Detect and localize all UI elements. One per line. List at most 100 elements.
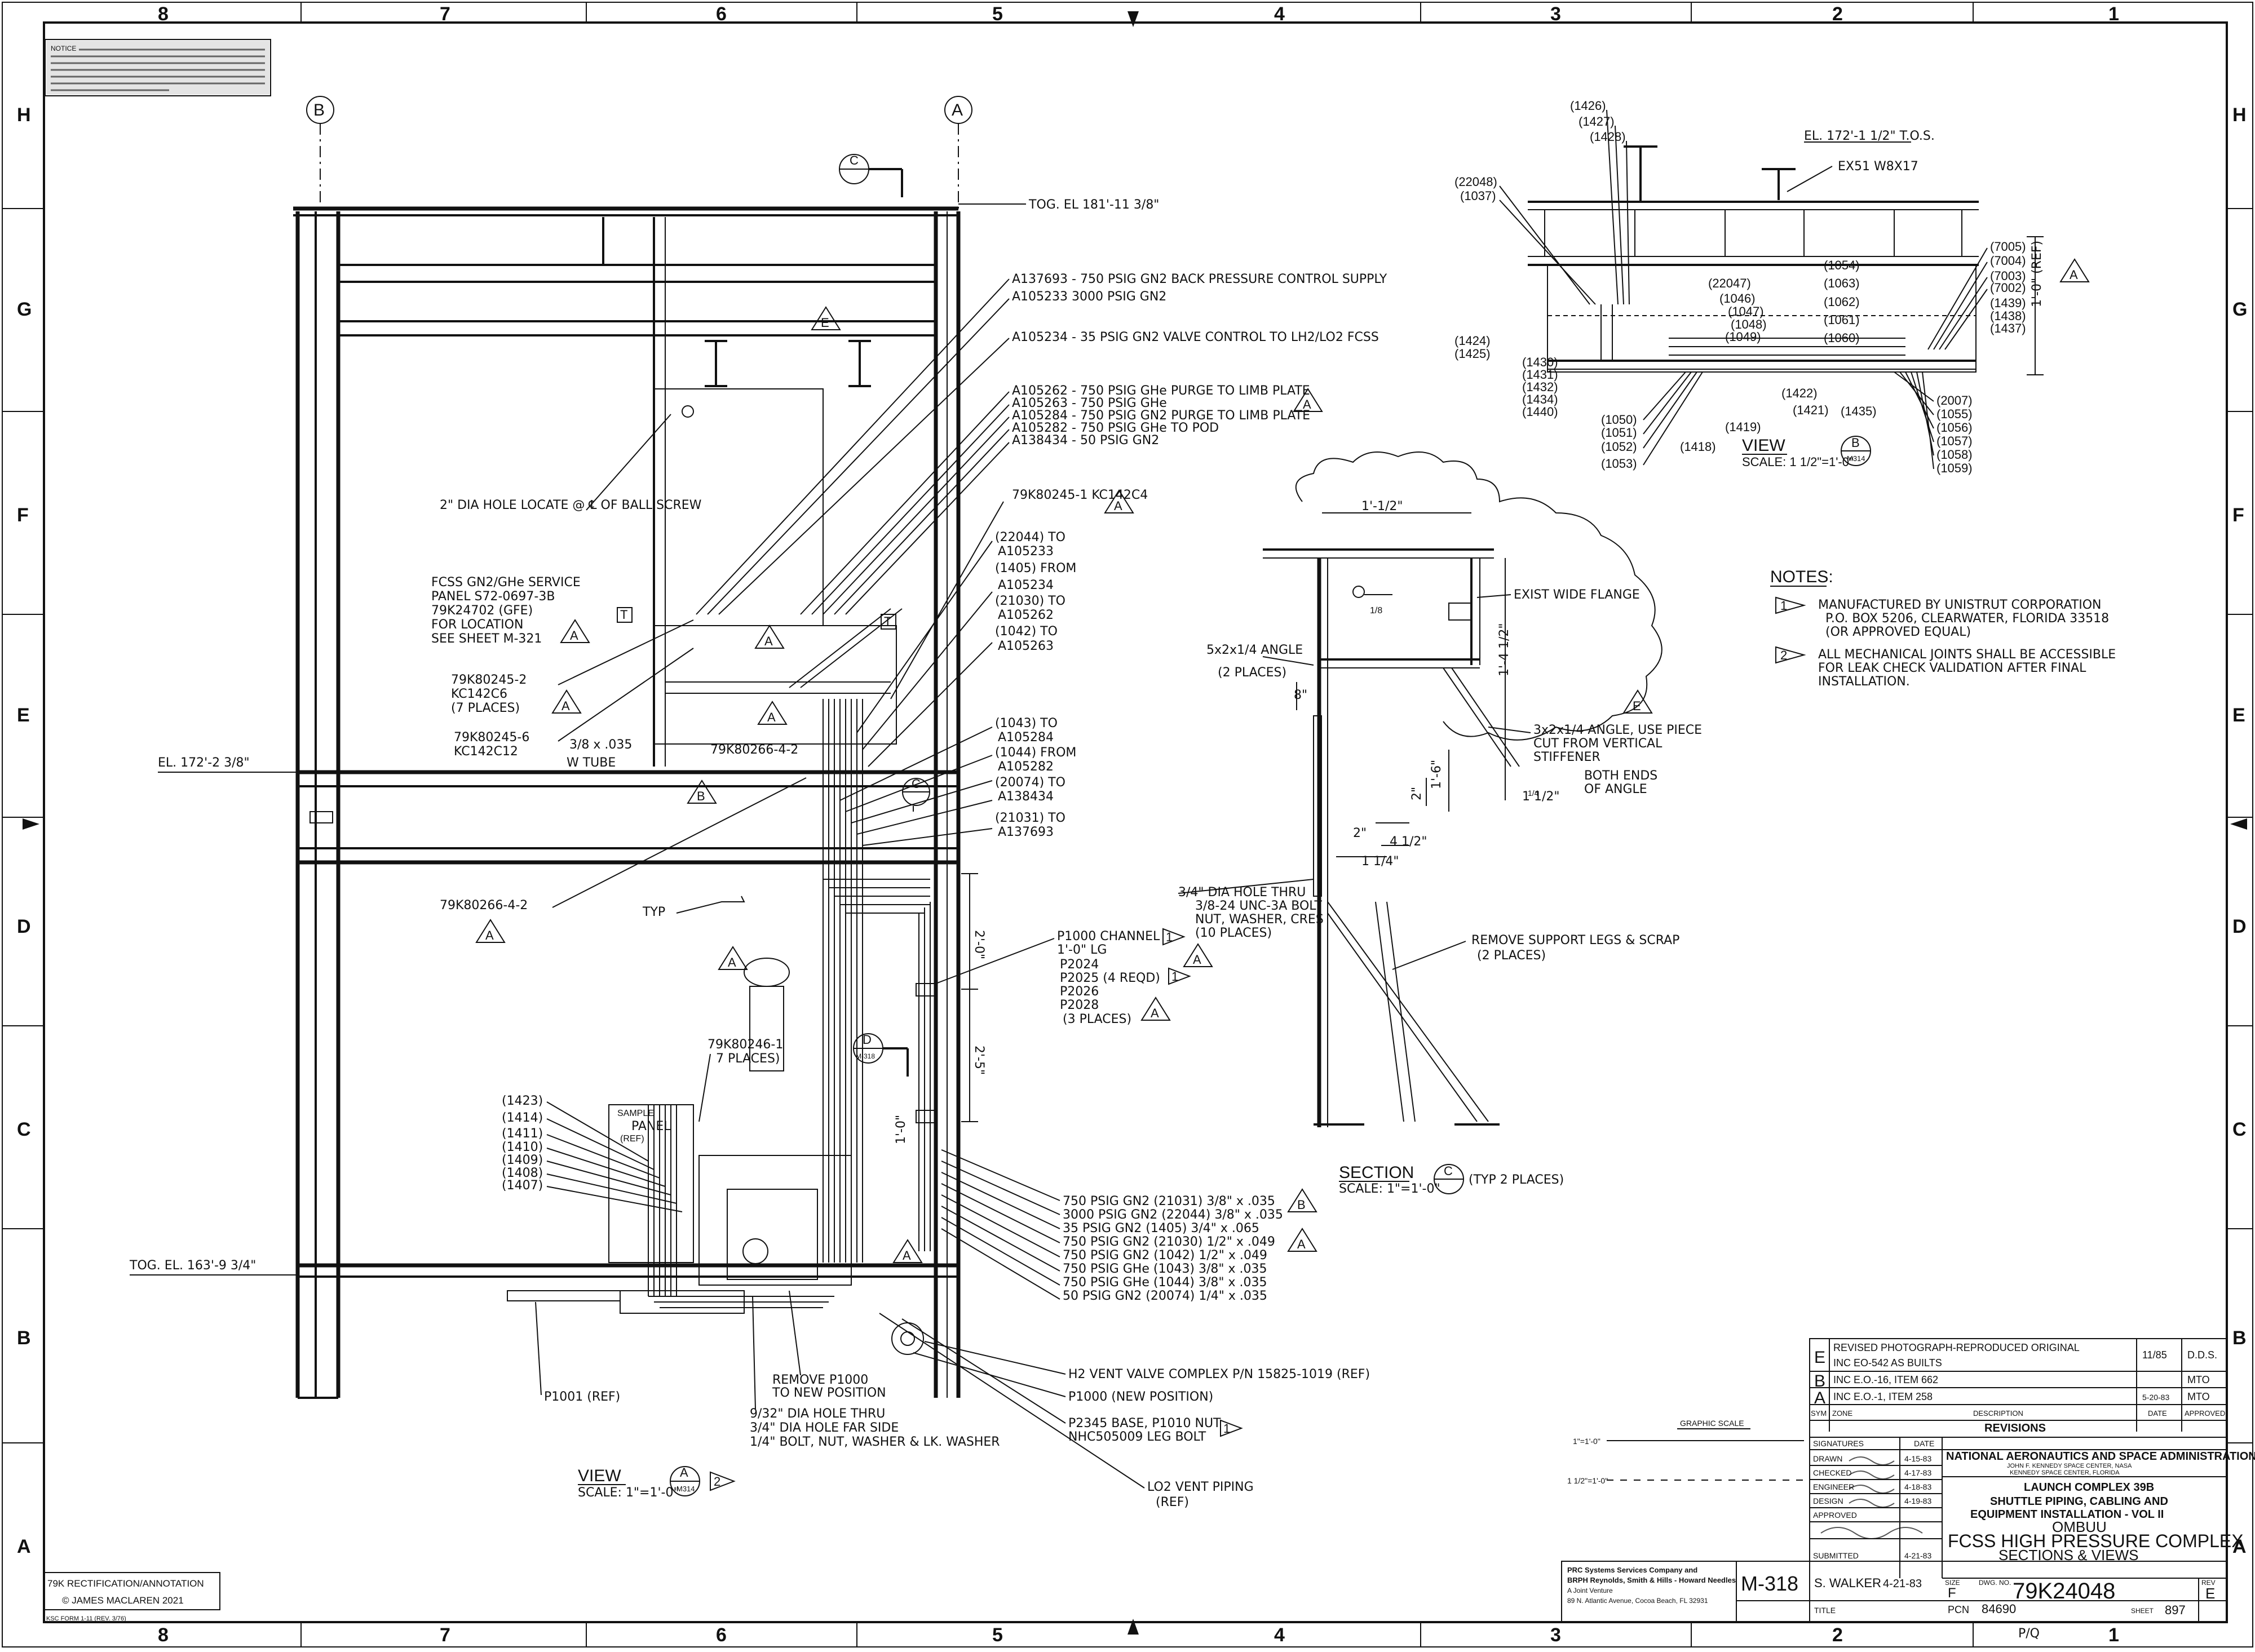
left-notes: 2" DIA HOLE LOCATE @ ℄ OF BALL SCREW FCS… — [431, 414, 807, 919]
view-a-sheet: M314 — [676, 1485, 695, 1493]
vb-tag-1055: (1055) — [1936, 407, 1973, 421]
vb-tag-1438: (1438) — [1990, 309, 2026, 323]
callout-a137693: A137693 - 750 PSIG GN2 BACK PRESSURE CON… — [1012, 272, 1387, 286]
vb-tag-1053: (1053) — [1601, 457, 1637, 471]
rev-triangle: B — [687, 780, 717, 804]
grid-col-6-b: 6 — [716, 1624, 727, 1646]
grid-col-1-b: 1 — [2108, 1624, 2119, 1646]
rev-box: T — [881, 614, 896, 630]
vb-tag-1047: (1047) — [1728, 304, 1764, 318]
tube-1405: 35 PSIG GN2 (1405) 3/4" x .065 — [1063, 1221, 1259, 1235]
grid-rows-right: H G F E D C B A — [2232, 104, 2247, 1557]
rev-triangle: A — [892, 1239, 923, 1263]
grid-row-a: A — [17, 1536, 31, 1557]
vb-tag-1435: (1435) — [1841, 404, 1877, 418]
tb-location: KENNEDY SPACE CENTER, FLORIDA — [2010, 1469, 2120, 1476]
panel-panel: PANEL — [631, 1119, 671, 1133]
view-a-letter: A — [680, 1465, 688, 1480]
note-ball-screw: 2" DIA HOLE LOCATE @ ℄ OF BALL SCREW — [440, 498, 702, 512]
dim-1-0: 1'-0" — [894, 1115, 908, 1144]
vb-tag-1058: (1058) — [1936, 448, 1973, 462]
main-view-structure — [293, 96, 972, 1399]
sec-c-dim-1quarter: 1 1/4" — [1361, 854, 1399, 869]
view-a-label: VIEW — [578, 1467, 621, 1485]
grid-col-5-b: 5 — [992, 1624, 1003, 1646]
svg-text:1: 1 — [1166, 930, 1173, 944]
tube-1042: 750 PSIG GN2 (1042) 1/2" x .049 — [1063, 1248, 1267, 1263]
elevation-low: TOG. EL. 163'-9 3/4" — [129, 1259, 256, 1273]
rev-triangle: A — [475, 919, 506, 943]
sec-c-2-places: (2 PLACES) — [1218, 666, 1286, 680]
sec-c-exist-flange: EXIST WIDE FLANGE — [1514, 588, 1640, 602]
rev-b-desc: INC E.O.-16, ITEM 662 — [1833, 1374, 1938, 1385]
note-kc142c6: KC142C6 — [451, 687, 507, 701]
vb-tag-1432: (1432) — [1522, 380, 1558, 394]
elevations: TOG. EL 181'-11 3/8" EL. 172'-2 3/8" TOG… — [129, 198, 1159, 1275]
tb-project-1: SHUTTLE PIPING, CABLING AND — [1990, 1495, 2168, 1508]
tb-title-2: SECTIONS & VIEWS — [1998, 1547, 2139, 1564]
vb-tag-1427: (1427) — [1578, 114, 1615, 129]
callout-a105282: A105282 - 750 PSIG GHe TO POD — [1012, 421, 1219, 435]
tb-rev: E — [2205, 1585, 2215, 1602]
rev-triangle: A — [560, 619, 590, 643]
note-3-4-hole: 3/4" DIA HOLE FAR SIDE — [750, 1421, 899, 1435]
note-fcss-service: FCSS GN2/GHe SERVICE — [431, 575, 581, 590]
tube-schedule: 750 PSIG GN2 (21031) 3/8" x .035 3000 PS… — [941, 1149, 1283, 1303]
vb-tag-1430: (1430) — [1522, 355, 1558, 369]
view-b-scale: SCALE: 1 1/2"=1'-0" — [1742, 455, 1854, 469]
note-bolt-nut: 1/4" BOLT, NUT, WASHER & LK. WASHER — [750, 1435, 1000, 1449]
grid-ref-a: A — [952, 101, 963, 119]
vb-tag-1419: (1419) — [1725, 420, 1761, 434]
tb-pcn: 84690 — [1982, 1602, 2016, 1616]
callout-79k80245-1: 79K80245-1 KC142C4 — [1012, 488, 1148, 502]
tag-1411: (1411) — [502, 1127, 543, 1141]
panel-7-places: 7 PLACES) — [716, 1052, 780, 1066]
callout-1405: (1405) FROM — [995, 561, 1076, 575]
svg-text:A: A — [764, 634, 773, 648]
svg-text:2: 2 — [714, 1474, 720, 1489]
sec-c-dim-top: 1'-1/2" — [1361, 499, 1403, 513]
callout-21030: (21030) TO — [995, 594, 1065, 608]
note-flag-2: 2 — [710, 1471, 736, 1491]
callout-1043: (1043) TO — [995, 716, 1058, 730]
svg-text:A: A — [561, 699, 570, 713]
rev-a-appr: MTO — [2187, 1391, 2210, 1402]
note-2-num: 2 — [1780, 648, 1787, 662]
grid-row-g: G — [17, 299, 32, 320]
vb-tag-7005a: (7005) — [1990, 240, 2026, 254]
tb-agency: NATIONAL AERONAUTICS AND SPACE ADMINISTR… — [1946, 1450, 2255, 1463]
main-callouts: A137693 - 750 PSIG GN2 BACK PRESSURE CON… — [995, 272, 1387, 839]
rev-e-date: 11/85 — [2142, 1349, 2167, 1361]
note-gfe: 79K24702 (GFE) — [431, 604, 533, 618]
grid-row-f: F — [17, 504, 29, 526]
rev-triangle: A — [757, 701, 788, 725]
tube-22044: 3000 PSIG GN2 (22044) 3/8" x .035 — [1063, 1208, 1283, 1222]
sig-checked: CHECKED — [1813, 1468, 1851, 1477]
panel-line-tags: (1423) (1414) (1411) (1410) (1409) (1408… — [502, 1094, 683, 1212]
note-7-places: (7 PLACES) — [451, 701, 520, 715]
grid-row-c: C — [17, 1119, 31, 1140]
note-79k80266-b: 79K80266-4-2 — [440, 898, 528, 913]
sig-design: DESIGN — [1813, 1496, 1843, 1505]
tb-size: F — [1948, 1585, 1956, 1601]
sec-c-hole-thru: 3/4" DIA HOLE THRU — [1178, 885, 1306, 900]
view-b-elevation: EL. 172'-1 1/2" T.O.S. — [1804, 129, 1935, 143]
vb-tag-1049: (1049) — [1725, 330, 1761, 344]
vb-tag-1054: (1054) — [1824, 258, 1860, 272]
graphic-scale-1: 1"=1'-0" — [1573, 1437, 1600, 1446]
vb-tag-1060: (1060) — [1824, 331, 1860, 345]
svg-text:A: A — [1303, 397, 1311, 411]
rev-e-sym: E — [1814, 1348, 1825, 1367]
svg-text:B: B — [1297, 1198, 1306, 1212]
sec-c-3x2-angle: 3x2x1/4 ANGLE, USE PIECE — [1533, 723, 1702, 737]
vb-tag-1057: (1057) — [1936, 434, 1973, 448]
note-p1000-new: P1000 (NEW POSITION) — [1068, 1390, 1213, 1404]
rev-triangle: E — [1622, 689, 1653, 714]
sig-label: SIGNATURES — [1813, 1439, 1864, 1448]
note-p1001: P1001 (REF) — [544, 1390, 620, 1404]
copyright: © JAMES MACLAREN 2021 — [62, 1595, 184, 1606]
sec-c-dim-mid2: 2" — [1410, 787, 1424, 800]
